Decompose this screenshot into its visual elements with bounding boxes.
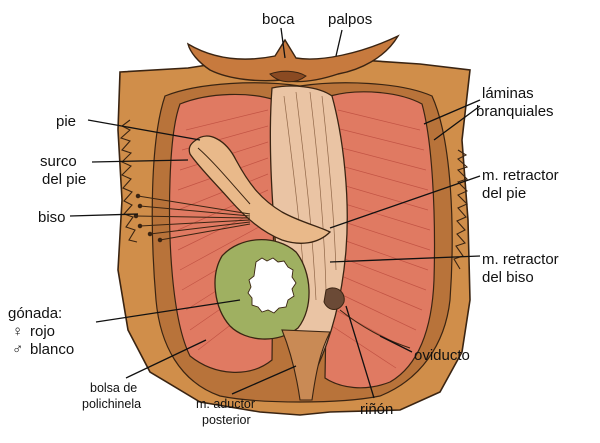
label-gonada: gónada: xyxy=(8,305,62,322)
label-gonada-female: rojo xyxy=(30,323,55,340)
label-gonada-male: blanco xyxy=(30,341,74,358)
label-aductor-1: m. aductor xyxy=(196,397,255,411)
label-laminas-1: láminas xyxy=(482,85,534,102)
label-retractor-pie-2: del pie xyxy=(482,185,526,202)
foot-groove xyxy=(197,147,251,205)
gonad-white xyxy=(247,257,297,314)
gonada-male-symbol: ♂ xyxy=(12,341,23,358)
label-surco-1: surco xyxy=(40,153,77,170)
kidney xyxy=(323,287,345,310)
gill-right xyxy=(324,91,436,389)
byssus-threads xyxy=(133,193,251,243)
foot xyxy=(188,135,332,244)
label-retractor-biso-1: m. retractor xyxy=(482,251,559,268)
label-surco-2: del pie xyxy=(42,171,86,188)
palps xyxy=(186,34,400,83)
label-oviducto: oviducto xyxy=(414,347,470,364)
mantle-fringe-left xyxy=(119,119,138,243)
label-pie: pie xyxy=(56,113,76,130)
label-palpos: palpos xyxy=(328,11,372,28)
mantle-fringe-right xyxy=(453,149,469,270)
label-biso: biso xyxy=(38,209,66,226)
label-retractor-pie-1: m. retractor xyxy=(482,167,559,184)
posterior-adductor xyxy=(281,329,331,401)
label-laminas-2: branquiales xyxy=(476,103,554,120)
label-bolsa-2: polichinela xyxy=(82,397,141,411)
mouth xyxy=(269,70,307,83)
gonada-female-symbol: ♀ xyxy=(12,323,23,340)
label-retractor-biso-2: del biso xyxy=(482,269,534,286)
label-rinon: riñón xyxy=(360,401,393,418)
label-bolsa-1: bolsa de xyxy=(90,381,137,395)
oviduct xyxy=(339,309,411,349)
label-aductor-2: posterior xyxy=(202,413,251,427)
label-boca: boca xyxy=(262,11,295,28)
leader-lines xyxy=(69,27,481,399)
